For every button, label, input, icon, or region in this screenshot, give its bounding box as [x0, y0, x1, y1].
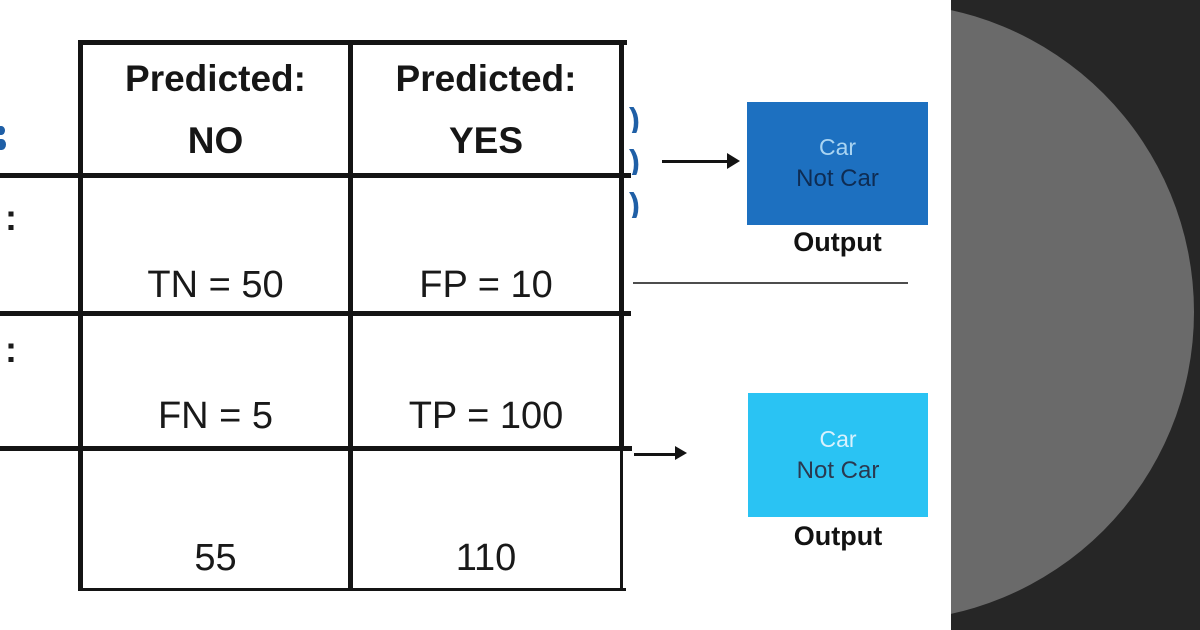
table-border-right-lower — [620, 449, 623, 591]
cell-true-negative: TN = 50 — [147, 264, 284, 306]
table-border-left — [78, 40, 83, 591]
output-top-caption: Output — [793, 227, 882, 257]
dark-side-panel — [951, 0, 1200, 630]
output-bottom-caption: Output — [793, 521, 883, 551]
table-line-row2-bottom — [0, 446, 632, 451]
output-box-bottom: Car Not Car — [748, 393, 928, 517]
output-top-label-not-car: Not Car — [796, 165, 879, 192]
output-bottom-label-car: Car — [819, 425, 857, 452]
arrow-shaft — [634, 453, 676, 456]
arrow-head — [675, 446, 687, 460]
arrow-shaft — [662, 160, 728, 163]
cell-false-positive: FP = 10 — [419, 264, 553, 306]
output-top-label-car: Car — [818, 134, 857, 160]
cell-true-positive: TP = 100 — [408, 395, 564, 437]
table-border-right — [619, 40, 624, 449]
gray-circle-decoration — [951, 3, 1194, 621]
row-label-colon-actual-no: : — [5, 197, 17, 238]
col-header-no-line2: NO — [187, 120, 244, 161]
col-header-no-line1: Predicted: — [125, 58, 306, 99]
row-label-colon-actual-yes: : — [5, 329, 17, 370]
example-divider-line — [633, 282, 908, 284]
cell-false-negative: FN = 5 — [157, 395, 274, 437]
total-predicted-yes: 110 — [455, 537, 517, 579]
arrow-head — [727, 153, 740, 169]
cropped-blue-glyph-fragment-top — [0, 126, 5, 135]
output-box-top: Car Not Car — [747, 102, 928, 225]
cropped-blue-glyph-fragment-bottom — [0, 139, 6, 150]
total-predicted-no: 55 — [194, 537, 237, 579]
output-bottom-label-not-car: Not Car — [796, 456, 880, 484]
col-header-yes-line1: Predicted: — [395, 58, 577, 99]
cropped-paren-glyph-3: ) — [629, 192, 640, 218]
table-line-header-bottom — [0, 173, 631, 178]
cropped-paren-glyph-1: ) — [629, 107, 640, 133]
col-header-yes-line2: YES — [448, 120, 524, 161]
cropped-paren-glyph-2: ) — [629, 149, 640, 175]
table-line-column-divider — [348, 40, 353, 591]
table-line-row1-bottom — [0, 311, 631, 316]
